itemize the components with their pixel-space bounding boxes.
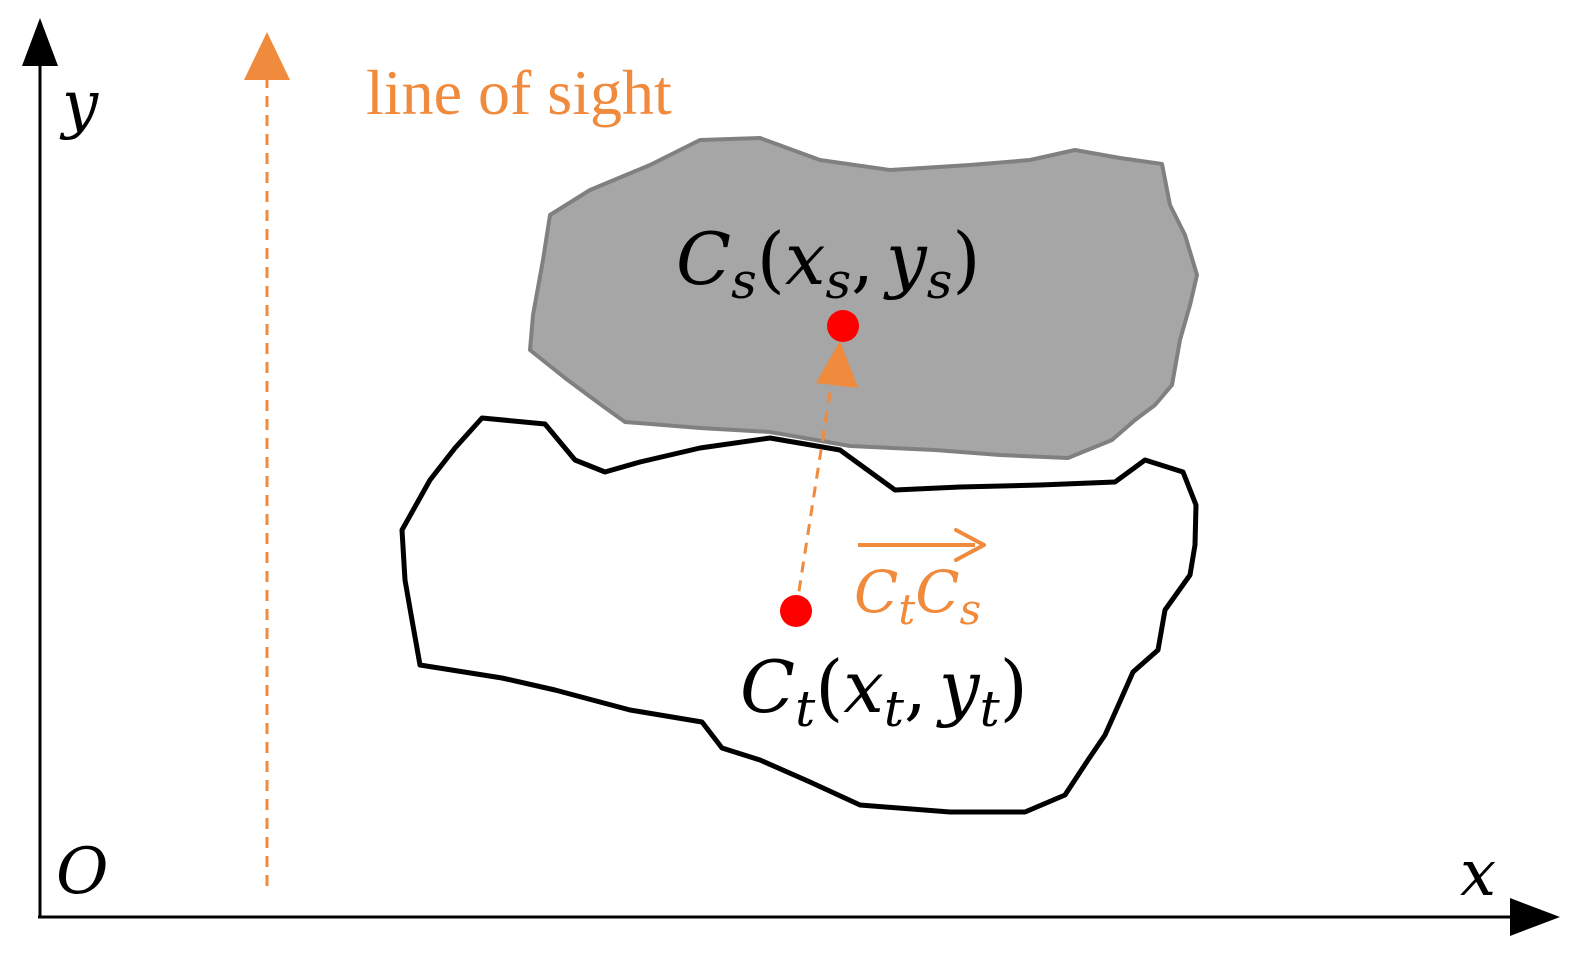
centroid-vector-dashed-line <box>794 379 834 611</box>
shadow-centroid-c: C <box>676 217 731 301</box>
vector-label-arrow-head <box>954 528 986 562</box>
target-centroid-x: x <box>843 645 884 729</box>
target-centroid-close-paren: ) <box>1000 645 1028 729</box>
centroid-vector <box>794 341 858 611</box>
vector-label-text: CtCs <box>854 558 981 634</box>
target-centroid-c-sub: t <box>795 680 816 738</box>
x-axis-arrowhead <box>1510 898 1560 936</box>
shadow-centroid-y: y <box>883 217 928 301</box>
vector-label-to-sub: s <box>960 585 982 634</box>
target-centroid-comma: , <box>904 645 927 729</box>
vector-label-to: C <box>915 558 959 626</box>
target-centroid-open-paren: ( <box>815 645 843 729</box>
coordinate-axes: y x O <box>22 18 1560 936</box>
shadow-region <box>528 136 1199 460</box>
x-axis-label: x <box>1460 837 1496 911</box>
shadow-centroid-c-sub: s <box>731 252 757 310</box>
shadow-centroid-x-sub: s <box>825 252 851 310</box>
shadow-centroid-point <box>827 310 859 342</box>
target-centroid-point <box>780 595 812 627</box>
target-centroid-x-sub: t <box>884 680 905 738</box>
vector-label-from-sub: t <box>898 585 915 634</box>
target-centroid-label: Ct(xt,yt) <box>740 645 1028 738</box>
shadow-centroid-close-paren: ) <box>952 217 980 301</box>
shadow-centroid-y-sub: s <box>927 252 953 310</box>
shadow-centroid-open-paren: ( <box>757 217 785 301</box>
target-centroid-c: C <box>740 645 795 729</box>
y-axis-arrowhead <box>22 18 58 66</box>
y-axis-label: y <box>59 68 99 142</box>
target-centroid-y: y <box>936 645 981 729</box>
centroid-vector-arrowhead <box>816 341 858 388</box>
shadow-centroid-label: Cs(xs,ys) <box>676 217 980 310</box>
line-of-sight-label: line of sight <box>366 57 672 128</box>
target-centroid-y-sub: t <box>980 680 1001 738</box>
origin-label: O <box>56 835 108 909</box>
vector-label: CtCs <box>854 528 986 634</box>
line-of-sight: line of sight <box>244 32 672 886</box>
vector-label-from: C <box>854 558 898 626</box>
shadow-centroid-x: x <box>785 217 826 301</box>
line-of-sight-arrowhead <box>244 32 290 80</box>
shadow-centroid-comma: , <box>851 217 874 301</box>
